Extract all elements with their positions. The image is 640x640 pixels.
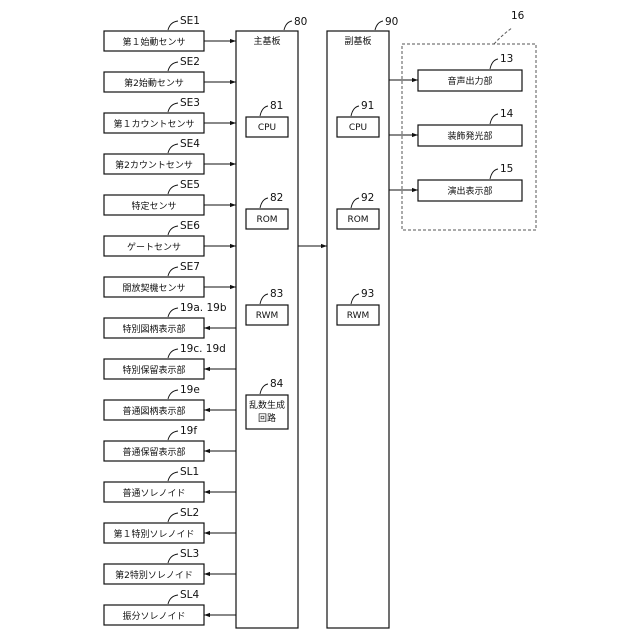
output-block-ref-leader xyxy=(490,114,498,124)
device-ref-leader xyxy=(168,513,178,522)
device-ref-leader xyxy=(168,62,178,71)
sub-block-ref: 91 xyxy=(361,100,374,112)
device-se1: 第１始動センサ SE1 xyxy=(104,15,236,51)
output-block-ref-leader xyxy=(490,59,498,69)
device-ref-leader xyxy=(168,226,178,235)
device-ref-leader xyxy=(168,431,178,440)
device-ref: 19f xyxy=(180,425,197,437)
output-block-label: 音声出力部 xyxy=(447,75,492,87)
device-label: 特別図柄表示部 xyxy=(122,323,185,335)
outputs-group-ref-leader xyxy=(494,28,512,44)
peripheral-devices: 第１始動センサ SE1 第2始動センサ SE2 第１カウントセンサ SE3 第2カウントセン… xyxy=(104,15,236,625)
device-ref: SL1 xyxy=(180,466,199,478)
output-block-label: 演出表示部 xyxy=(447,185,492,197)
output-block-label: 装飾発光部 xyxy=(447,130,492,142)
device-se5: 特定センサ SE5 xyxy=(104,179,236,215)
device-se2: 第2始動センサ SE2 xyxy=(104,56,236,92)
device-sl3: 第2特別ソレノイド SL3 xyxy=(104,548,236,584)
device-ref: 19a. 19b xyxy=(180,302,227,314)
device-ref: SL3 xyxy=(180,548,199,560)
sub-board-ref-leader xyxy=(375,21,383,30)
device-ref-leader xyxy=(168,349,178,358)
main-block-ref: 81 xyxy=(270,100,283,112)
device-label: 普通図柄表示部 xyxy=(122,405,185,417)
output-block-ref: 15 xyxy=(500,163,513,175)
device-ref: 19c. 19d xyxy=(180,343,226,355)
device-ref-leader xyxy=(168,144,178,153)
device-ref-leader xyxy=(168,103,178,112)
device-ref: SE7 xyxy=(180,261,200,273)
main-block-ref: 83 xyxy=(270,288,283,300)
device-19e: 普通図柄表示部 19e xyxy=(104,384,236,420)
device-19f: 普通保留表示部 19f xyxy=(104,425,236,461)
device-se4: 第2カウントセンサ SE4 xyxy=(104,138,236,174)
device-ref-leader xyxy=(168,267,178,276)
main-block-label: CPU xyxy=(258,123,276,133)
device-ref: 19e xyxy=(180,384,200,396)
device-ref: SE4 xyxy=(180,138,200,150)
device-ref: SE5 xyxy=(180,179,200,191)
device-ref: SL4 xyxy=(180,589,200,601)
outputs-group-ref: 16 xyxy=(511,10,525,22)
sub-board-ref: 90 xyxy=(385,16,398,28)
device-se6: ゲートセンサ SE6 xyxy=(104,220,236,256)
main-block-label: 乱数生成 xyxy=(249,399,285,411)
sub-block-ref: 92 xyxy=(361,192,374,204)
main-board-title: 主基板 xyxy=(253,35,280,47)
device-sl2: 第１特別ソレノイド SL2 xyxy=(104,507,236,543)
output-block-15: 演出表示部 15 xyxy=(389,163,522,201)
output-blocks: 音声出力部 13 装飾発光部 14 演出表示部 15 xyxy=(389,53,522,201)
device-ref: SL2 xyxy=(180,507,199,519)
main-board-ref-leader xyxy=(284,21,292,30)
device-ref-leader xyxy=(168,308,178,317)
device-ref-leader xyxy=(168,472,178,481)
device-label: 第１始動センサ xyxy=(122,36,185,48)
main-block-label: RWM xyxy=(256,311,279,321)
device-ref-leader xyxy=(168,390,178,399)
device-ref: SE6 xyxy=(180,220,200,232)
device-label: 振分ソレノイド xyxy=(122,610,185,622)
output-block-ref: 13 xyxy=(500,53,513,65)
output-block-14: 装飾発光部 14 xyxy=(389,108,522,146)
sub-block-label: ROM xyxy=(347,215,368,225)
device-se3: 第１カウントセンサ SE3 xyxy=(104,97,236,133)
device-ref: SE3 xyxy=(180,97,200,109)
device-sl4: 振分ソレノイド SL4 xyxy=(104,589,236,625)
device-label: ゲートセンサ xyxy=(127,241,181,253)
output-block-ref-leader xyxy=(490,169,498,179)
device-label: 開放契機センサ xyxy=(122,282,185,294)
main-block-ref: 82 xyxy=(270,192,283,204)
device-ref-leader xyxy=(168,554,178,563)
sub-block-ref: 93 xyxy=(361,288,374,300)
device-19a-19b: 特別図柄表示部 19a. 19b xyxy=(104,302,236,338)
device-ref: SE1 xyxy=(180,15,200,27)
device-ref-leader xyxy=(168,595,178,604)
sub-block-label: RWM xyxy=(347,311,370,321)
device-19c-19d: 特別保留表示部 19c. 19d xyxy=(104,343,236,379)
main-block-label: ROM xyxy=(256,215,277,225)
device-ref-leader xyxy=(168,185,178,194)
device-label: 普通ソレノイド xyxy=(122,487,185,499)
device-label: 第１カウントセンサ xyxy=(113,118,194,130)
device-label: 特定センサ xyxy=(131,200,176,212)
output-block-13: 音声出力部 13 xyxy=(389,53,522,91)
device-ref: SE2 xyxy=(180,56,200,68)
device-ref-leader xyxy=(168,21,178,30)
main-block-ref: 84 xyxy=(270,378,284,390)
device-label: 第2始動センサ xyxy=(124,77,184,89)
main-board-ref: 80 xyxy=(294,16,307,28)
sub-board-title: 副基板 xyxy=(344,35,371,47)
device-sl1: 普通ソレノイド SL1 xyxy=(104,466,236,502)
device-label: 特別保留表示部 xyxy=(122,364,185,376)
sub-block-label: CPU xyxy=(349,123,367,133)
output-block-ref: 14 xyxy=(500,108,514,120)
device-se7: 開放契機センサ SE7 xyxy=(104,261,236,297)
main-block-label: 回路 xyxy=(258,412,276,424)
device-label: 第2特別ソレノイド xyxy=(115,569,193,581)
device-label: 普通保留表示部 xyxy=(122,446,185,458)
device-label: 第１特別ソレノイド xyxy=(113,528,194,540)
device-label: 第2カウントセンサ xyxy=(115,159,193,171)
